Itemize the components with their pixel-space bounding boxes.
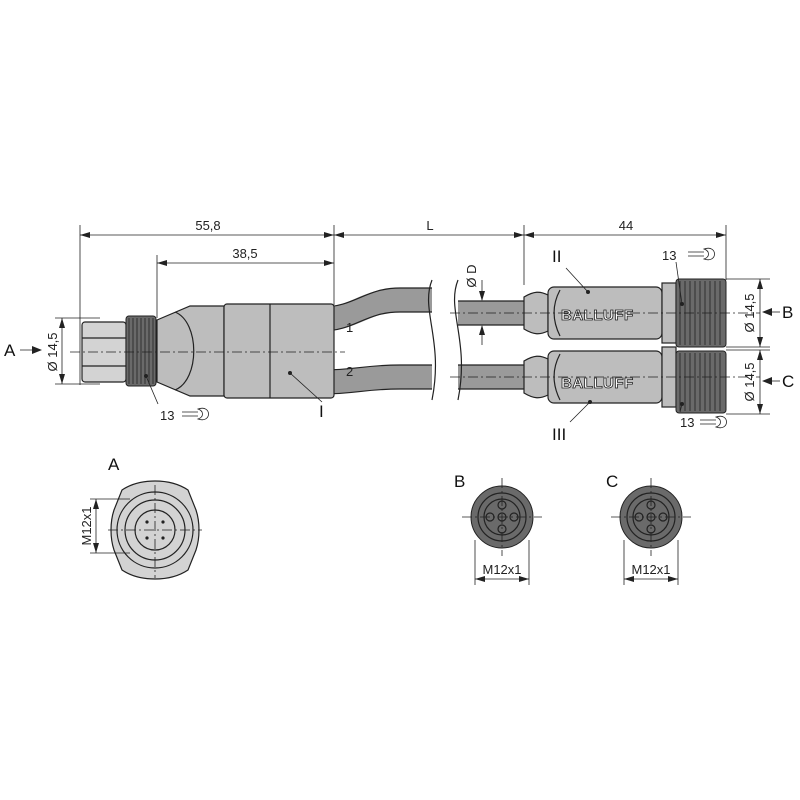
thread-label-c: M12x1 bbox=[631, 562, 670, 577]
wrench-icon bbox=[182, 407, 209, 421]
view-label-b-side: B bbox=[782, 303, 793, 322]
dim-right-length: 44 bbox=[619, 218, 633, 233]
dim-b-diameter-lines bbox=[726, 278, 770, 348]
brand-logo-bottom: BALLUFF bbox=[561, 375, 634, 392]
dim-b-diameter: Ø 14,5 bbox=[742, 293, 757, 332]
wrench-size-left: 13 bbox=[160, 408, 174, 423]
view-title-c: C bbox=[606, 472, 618, 491]
wrench-size-bottom-right: 13 bbox=[680, 415, 694, 430]
dim-thread-a-lines bbox=[90, 498, 130, 554]
dim-thread-c-lines bbox=[623, 540, 679, 585]
dim-total-left: 55,8 bbox=[195, 218, 220, 233]
upper-right-connector bbox=[523, 278, 727, 348]
thread-label-a: M12x1 bbox=[79, 506, 94, 545]
leg-label-2: 2 bbox=[346, 364, 353, 379]
part-label-iii: III bbox=[552, 425, 566, 444]
left-connector bbox=[81, 303, 335, 399]
view-label-c-side: C bbox=[782, 372, 794, 391]
view-title-a: A bbox=[108, 455, 120, 474]
leg-label-1: 1 bbox=[346, 320, 353, 335]
front-view-c bbox=[611, 478, 691, 556]
wrench-icon bbox=[688, 247, 715, 261]
front-view-a bbox=[108, 480, 202, 580]
dim-cable-diameter-lines bbox=[479, 280, 485, 345]
dim-left-diameter-lines bbox=[55, 317, 100, 385]
dim-c-diameter-lines bbox=[726, 349, 770, 415]
dim-left-diameter: Ø 14,5 bbox=[45, 332, 60, 371]
dimension-lines bbox=[79, 225, 727, 385]
cables bbox=[321, 279, 540, 401]
dim-c-diameter: Ø 14,5 bbox=[742, 362, 757, 401]
dim-inner-left: 38,5 bbox=[232, 246, 257, 261]
view-title-b: B bbox=[454, 472, 465, 491]
dim-thread-b-lines bbox=[474, 540, 530, 585]
wrench-icon bbox=[700, 415, 727, 429]
thread-label-b: M12x1 bbox=[482, 562, 521, 577]
brand-logo-top: BALLUFF bbox=[561, 307, 634, 324]
part-label-i: I bbox=[319, 402, 324, 421]
lower-right-connector bbox=[523, 346, 727, 414]
dim-cable-diameter: Ø D bbox=[464, 264, 479, 287]
dim-cable-length: L bbox=[426, 218, 433, 233]
part-label-ii: II bbox=[552, 247, 561, 266]
front-view-b bbox=[462, 478, 542, 556]
wrench-size-top-right: 13 bbox=[662, 248, 676, 263]
view-label-a-side: A bbox=[4, 341, 16, 360]
